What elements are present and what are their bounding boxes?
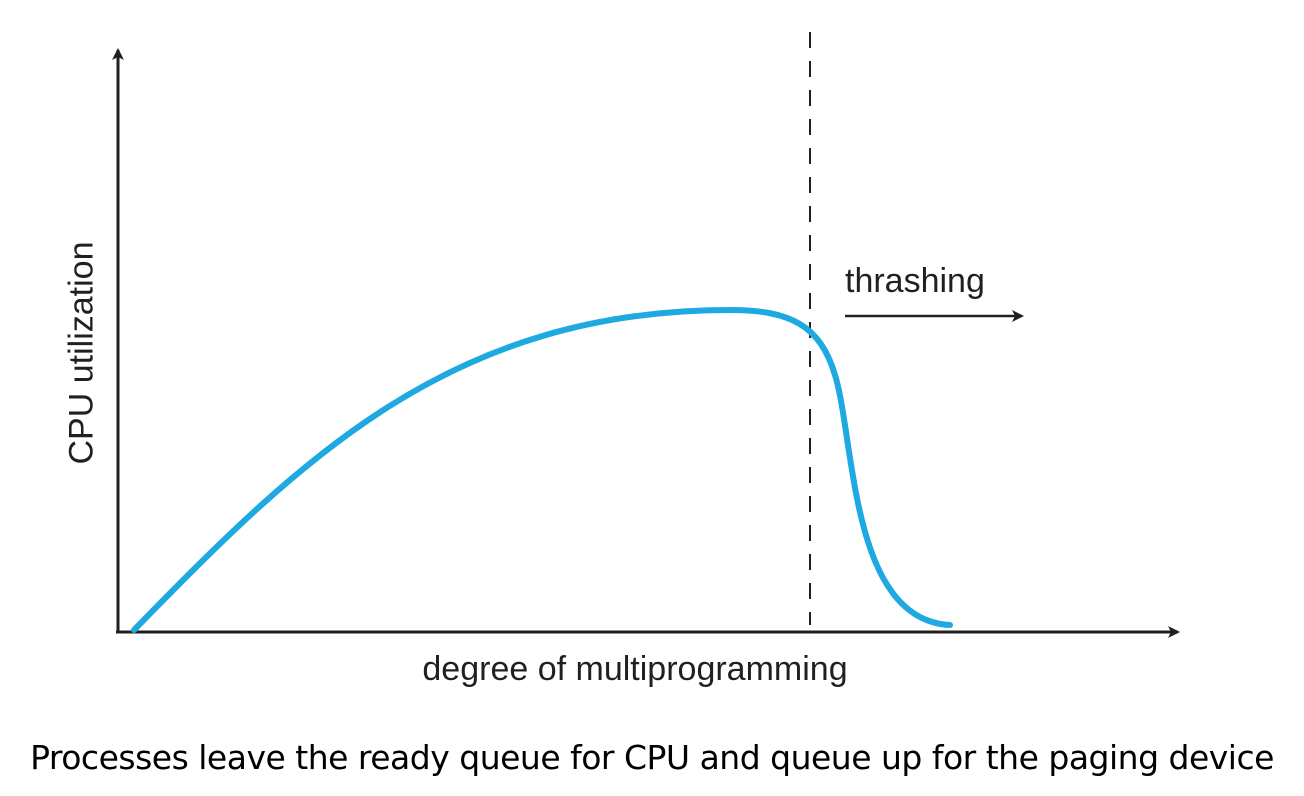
x-axis-label: degree of multiprogramming (422, 650, 848, 688)
cpu-utilization-curve (131, 306, 953, 633)
diagram-canvas (112, 32, 1180, 638)
caption: Processes leave the ready queue for CPU … (30, 738, 1274, 777)
thrashing-diagram: CPU utilization degree of multiprogrammi… (62, 32, 1180, 688)
y-axis-label: CPU utilization (62, 241, 101, 465)
thrashing-label: thrashing (845, 262, 985, 300)
